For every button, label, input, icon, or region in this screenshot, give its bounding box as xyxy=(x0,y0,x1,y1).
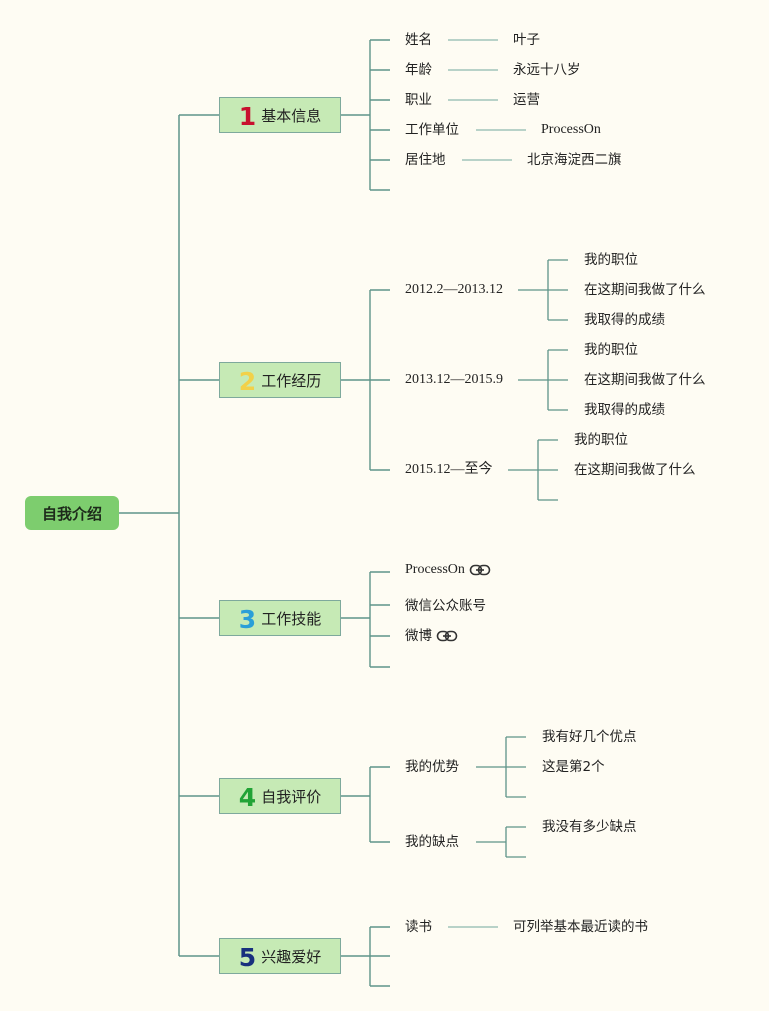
connector-branch-1 xyxy=(341,39,390,191)
link-icon[interactable] xyxy=(436,629,458,643)
work-item[interactable]: 我的职位 xyxy=(574,432,628,448)
branch-label: 自我评价 xyxy=(261,787,322,806)
work-item[interactable]: 我的职位 xyxy=(584,342,638,358)
basic-info-value[interactable]: 叶子 xyxy=(513,32,540,48)
number-5-icon: 5 xyxy=(238,942,257,972)
branch-node-work-skills[interactable]: 3 工作技能 xyxy=(219,600,341,636)
branch-label: 兴趣爱好 xyxy=(261,947,322,966)
connector-branch-3 xyxy=(341,571,390,668)
skill-item[interactable]: 微信公众账号 xyxy=(405,598,486,614)
connector-branch-1-values xyxy=(448,39,526,161)
basic-info-value[interactable]: 北京海淀西二旗 xyxy=(527,152,622,168)
number-2-icon: 2 xyxy=(238,366,257,396)
work-item[interactable]: 在这期间我做了什么 xyxy=(574,462,696,478)
skill-item[interactable]: 微博 xyxy=(405,627,458,645)
branch-label: 工作技能 xyxy=(261,609,322,628)
work-period-text: 2012.2—2013.12 xyxy=(405,282,503,297)
basic-info-value-text: ProcessOn xyxy=(541,122,601,137)
hobby-detail[interactable]: 可列举基本最近读的书 xyxy=(513,919,648,935)
work-item[interactable]: 在这期间我做了什么 xyxy=(584,282,706,298)
self-eval-item[interactable]: 我的优势 xyxy=(405,759,459,775)
branch-node-hobbies[interactable]: 5 兴趣爱好 xyxy=(219,938,341,974)
root-node[interactable]: 自我介绍 xyxy=(25,496,119,530)
connector-branch-4 xyxy=(341,766,390,843)
connector-branch-2 xyxy=(341,289,390,471)
connector-branch-4-sub2 xyxy=(476,826,526,858)
basic-info-value[interactable]: 永远十八岁 xyxy=(513,62,581,78)
branch-label: 工作经历 xyxy=(261,371,322,390)
connector-branch-2-sub3 xyxy=(508,439,558,501)
skill-label: ProcessOn xyxy=(405,562,465,577)
self-eval-detail[interactable]: 我有好几个优点 xyxy=(542,729,637,745)
hobby-item[interactable]: 读书 xyxy=(405,919,432,935)
self-eval-item[interactable]: 我的缺点 xyxy=(405,834,459,850)
branch-label: 基本信息 xyxy=(261,106,322,125)
skill-label: 微博 xyxy=(405,628,432,644)
basic-info-key[interactable]: 工作单位 xyxy=(405,122,459,138)
connector-branch-2-sub1 xyxy=(518,259,568,321)
connector-branch-5 xyxy=(341,926,390,987)
connector-branch-2-sub2 xyxy=(518,349,568,411)
work-item[interactable]: 我取得的成绩 xyxy=(584,312,665,328)
self-eval-detail[interactable]: 我没有多少缺点 xyxy=(542,819,637,835)
connector-branch-4-sub1 xyxy=(476,736,526,798)
work-item[interactable]: 在这期间我做了什么 xyxy=(584,372,706,388)
branch-node-work-history[interactable]: 2 工作经历 xyxy=(219,362,341,398)
self-eval-detail[interactable]: 这是第2个 xyxy=(542,759,605,775)
branch-node-self-evaluation[interactable]: 4 自我评价 xyxy=(219,778,341,814)
work-item[interactable]: 我的职位 xyxy=(584,252,638,268)
basic-info-key[interactable]: 居住地 xyxy=(405,152,446,168)
link-icon[interactable] xyxy=(469,563,491,577)
skill-item[interactable]: ProcessOn xyxy=(405,561,491,579)
work-period[interactable]: 2013.12—2015.9 xyxy=(405,371,503,389)
basic-info-value[interactable]: ProcessOn xyxy=(541,121,601,139)
number-4-icon: 4 xyxy=(238,782,257,812)
number-3-icon: 3 xyxy=(238,604,257,634)
work-period-text: 2015.12—至今 xyxy=(405,462,493,477)
basic-info-value[interactable]: 运营 xyxy=(513,92,540,108)
work-period[interactable]: 2012.2—2013.12 xyxy=(405,281,503,299)
number-1-icon: 1 xyxy=(238,101,257,131)
work-period[interactable]: 2015.12—至今 xyxy=(405,461,493,479)
connector-root-trunk xyxy=(119,114,219,957)
branch-node-basic-info[interactable]: 1 基本信息 xyxy=(219,97,341,133)
root-label: 自我介绍 xyxy=(41,504,102,523)
basic-info-key[interactable]: 姓名 xyxy=(405,32,432,48)
work-period-text: 2013.12—2015.9 xyxy=(405,372,503,387)
basic-info-key[interactable]: 年龄 xyxy=(405,62,432,78)
work-item[interactable]: 我取得的成绩 xyxy=(584,402,665,418)
basic-info-key[interactable]: 职业 xyxy=(405,92,432,108)
